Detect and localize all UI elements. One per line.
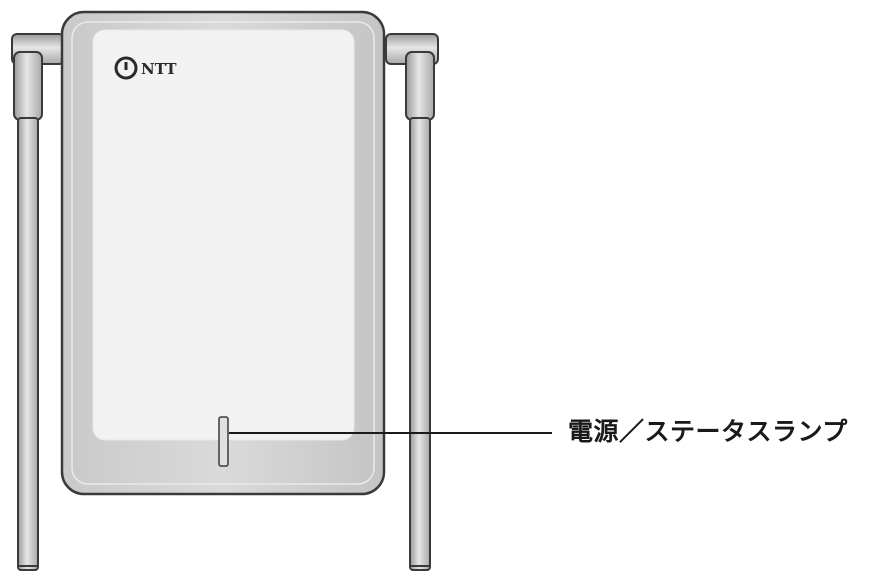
- ntt-logo: NTT: [114, 56, 177, 80]
- brand-name: NTT: [141, 60, 177, 78]
- ntt-logo-icon: [114, 56, 138, 80]
- power-status-lamp: [218, 416, 229, 467]
- front-panel: [92, 29, 355, 441]
- right-antenna: [385, 33, 439, 571]
- power-status-lamp-label: 電源／ステータスランプ: [568, 417, 848, 446]
- left-antenna: [11, 33, 65, 571]
